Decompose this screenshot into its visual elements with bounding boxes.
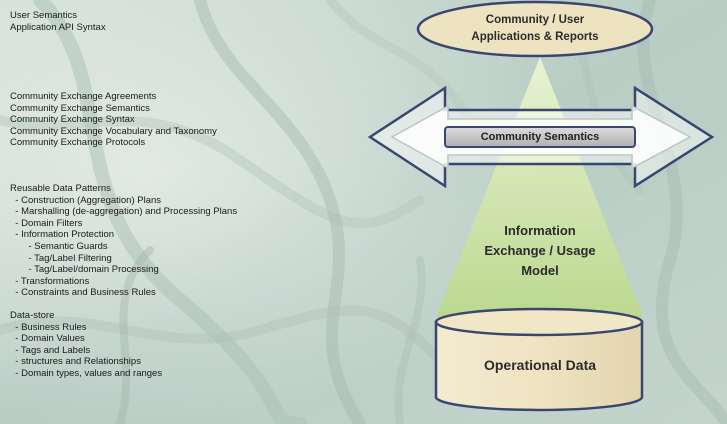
text-line: Community Exchange Vocabulary and Taxono… — [10, 125, 217, 137]
text-line: - Constraints and Business Rules — [10, 287, 156, 299]
top-ellipse — [416, 0, 654, 58]
community-exchange-block: Community Exchange Agreements Community … — [10, 91, 217, 149]
text-line: - Domain Values — [10, 333, 85, 345]
text-line: - Domain types, values and ranges — [10, 367, 163, 379]
text-line: - Semantic Guards — [10, 240, 108, 252]
text-line: - Business Rules — [10, 321, 87, 333]
ellipse-line-2: Applications & Reports — [471, 31, 599, 43]
user-semantics-block: User Semantics Application API Syntax — [10, 10, 106, 33]
text-line: - Marshalling (de-aggregation) and Proce… — [10, 206, 238, 218]
model-line-3: Model — [521, 263, 559, 278]
text-line: Application API Syntax — [10, 21, 106, 33]
text-line: - Domain Filters — [10, 217, 83, 229]
operational-data-cylinder — [434, 307, 644, 412]
operational-data-label: Operational Data — [483, 357, 597, 373]
ellipse-line-1: Community / User — [485, 14, 585, 26]
community-semantics-bar — [444, 126, 636, 148]
information-exchange-label: Information Exchange / Usage Model — [455, 221, 625, 281]
data-store-block: Data-store - Business Rules - Domain Val… — [10, 310, 162, 380]
model-line-2: Exchange / Usage — [484, 243, 596, 258]
text-line: Community Exchange Protocols — [10, 137, 146, 149]
text-line: - Tag/Label Filtering — [10, 252, 112, 264]
text-line: User Semantics — [10, 10, 78, 21]
reusable-data-patterns-block: Reusable Data Patterns - Construction (A… — [10, 183, 237, 299]
text-line: - Transformations — [10, 275, 90, 287]
text-line: - Information Protection — [10, 229, 115, 241]
applications-reports-label: Community / User Applications & Reports — [420, 12, 650, 46]
text-line: Community Exchange Agreements — [10, 91, 157, 102]
text-line: Reusable Data Patterns — [10, 183, 111, 194]
text-line: - Tag/Label/domain Processing — [10, 264, 159, 276]
text-line: Data-store — [10, 310, 55, 321]
model-line-1: Information — [504, 223, 576, 238]
upward-arrow-shape — [436, 57, 643, 317]
text-line: Community Exchange Semantics — [10, 102, 150, 114]
text-line: Community Exchange Syntax — [10, 114, 135, 126]
text-line: - Construction (Aggregation) Plans — [10, 194, 162, 206]
community-semantics-label: Community Semantics — [480, 131, 600, 143]
text-line: - Tags and Labels — [10, 344, 91, 356]
text-line: - structures and Relationships — [10, 356, 141, 368]
